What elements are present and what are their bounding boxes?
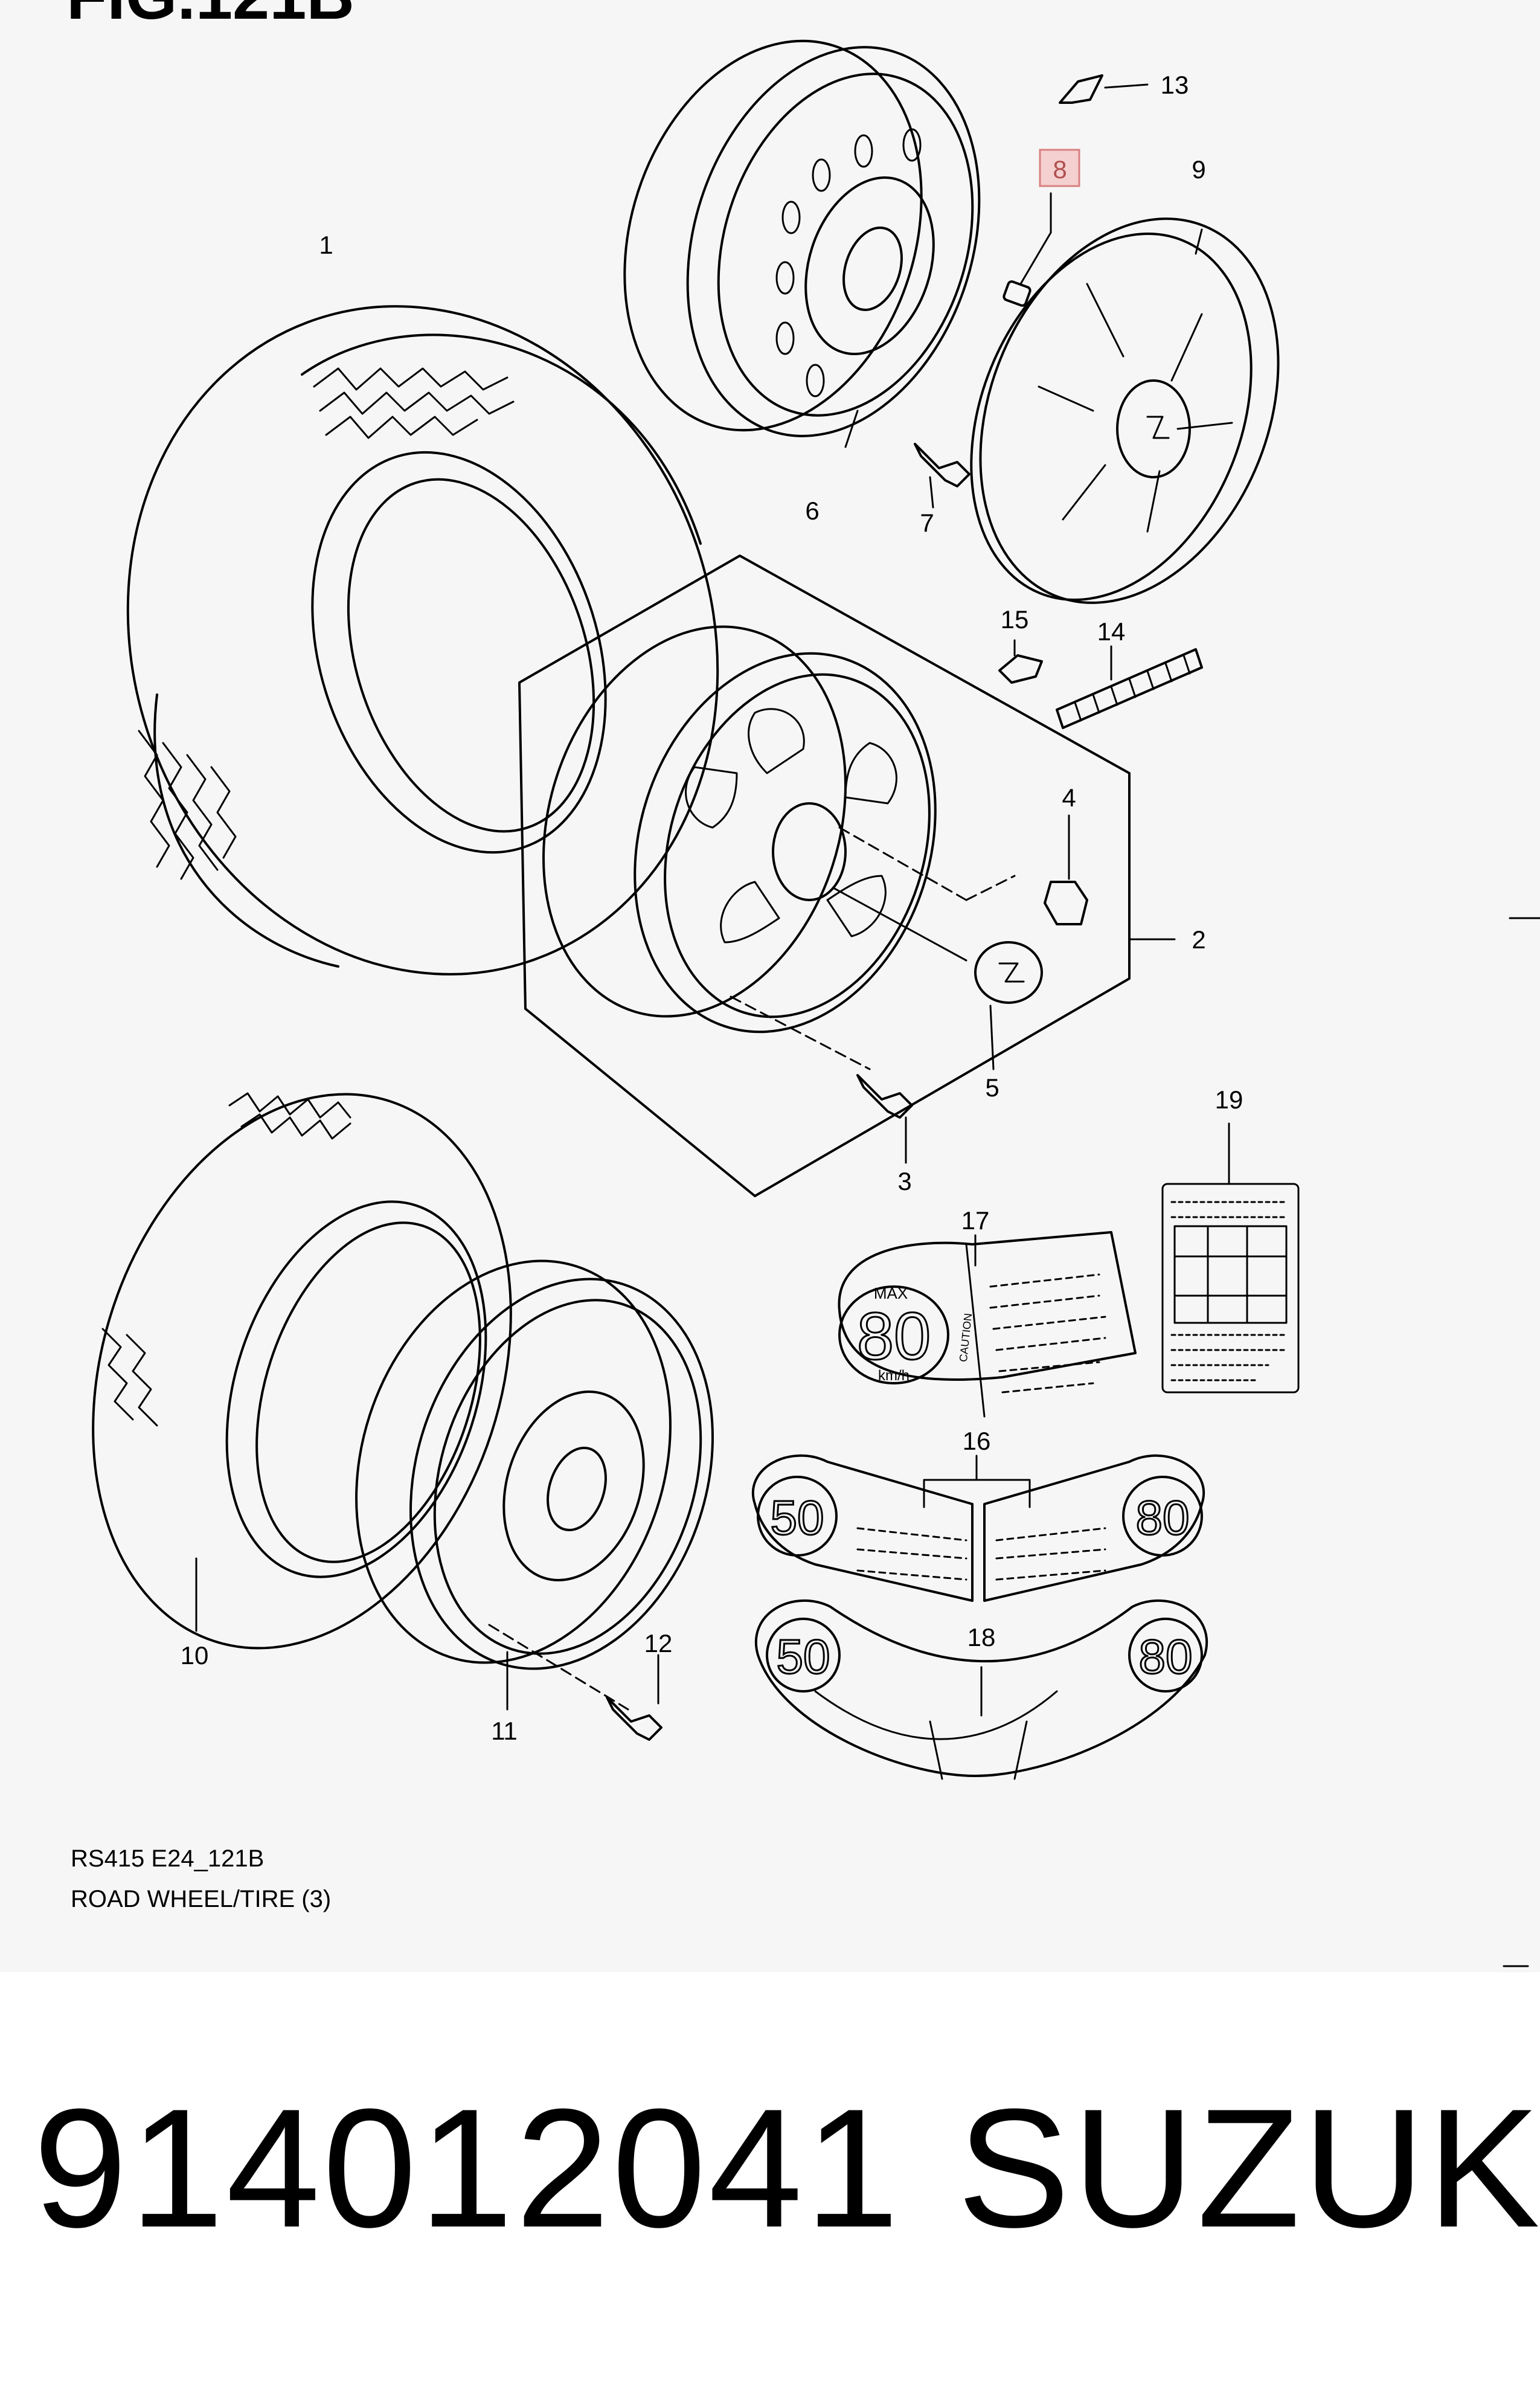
callout-8[interactable]: 8 <box>1053 155 1067 184</box>
callout-11[interactable]: 11 <box>491 1717 518 1745</box>
highlight-box-8 <box>1039 149 1080 187</box>
brand-name: SUZUKI <box>957 2074 1540 2263</box>
callout-1[interactable]: 1 <box>319 231 333 259</box>
callout-17[interactable]: 17 <box>961 1206 990 1235</box>
figure-title: FIG.121B <box>66 0 355 34</box>
curved-sticker-18 <box>754 1599 1208 1780</box>
callout-5[interactable]: 5 <box>985 1073 999 1102</box>
spare-tire-10 <box>92 1092 512 1650</box>
exploded-parts-diagram: MAX 80 km/h CAUTION 50 80 50 80 1 2 3 4 … <box>92 39 1540 1967</box>
callout-6[interactable]: 6 <box>805 497 819 525</box>
callout-15[interactable]: 15 <box>1001 605 1029 634</box>
product-banner <box>0 1972 1540 2392</box>
callout-16[interactable]: 16 <box>963 1427 991 1455</box>
tire-1 <box>126 305 719 976</box>
callout-18[interactable]: 18 <box>967 1623 996 1651</box>
callout-13[interactable]: 13 <box>1161 71 1189 99</box>
valve-3 <box>856 1074 913 1164</box>
nut-8 <box>1003 192 1052 307</box>
diagram-area: FIG.121B <box>66 0 1540 1967</box>
callout-4[interactable]: 4 <box>1062 783 1076 812</box>
sticker-16-left-speed: 50 <box>771 1491 824 1545</box>
weight-clip-15 <box>998 639 1043 684</box>
sticker-17-unit: km/h <box>878 1368 910 1384</box>
sticker-18-left-speed: 50 <box>777 1630 830 1683</box>
callout-14[interactable]: 14 <box>1097 617 1126 646</box>
callout-9[interactable]: 9 <box>1192 155 1205 184</box>
part-number: 914012041 <box>33 2074 902 2263</box>
callout-2[interactable]: 2 <box>1192 925 1205 954</box>
split-sticker-16 <box>752 1454 1205 1602</box>
balance-weight-14 <box>1056 645 1203 729</box>
callout-19[interactable]: 19 <box>1215 1085 1243 1114</box>
sticker-lettering: MAX 80 km/h CAUTION 50 80 50 80 <box>769 1284 1193 1685</box>
steel-wheel-6 <box>623 39 981 448</box>
callout-10[interactable]: 10 <box>181 1641 209 1670</box>
center-cap-5 <box>974 941 1043 1070</box>
spare-wheel-11 <box>355 1259 714 1711</box>
nut-4 <box>1044 814 1088 925</box>
clip-13 <box>1059 74 1149 104</box>
valve-7 <box>914 443 971 509</box>
callout-7[interactable]: 7 <box>920 509 934 537</box>
diagram-code: RS415 E24_121B <box>71 1845 265 1872</box>
alloy-wheel-group-2 <box>518 555 1176 1197</box>
diagram-caption: ROAD WHEEL/TIRE (3) <box>71 1886 332 1912</box>
sticker-18-right-speed: 80 <box>1139 1630 1193 1683</box>
wheel-cover-9 <box>970 217 1280 604</box>
callout-12[interactable]: 12 <box>644 1629 673 1657</box>
valve-12 <box>606 1654 663 1741</box>
sticker-17-speed: 80 <box>857 1299 931 1374</box>
speed-sticker-17 <box>838 1231 1137 1418</box>
sticker-17-max-text: MAX <box>874 1284 908 1302</box>
sticker-16-right-speed: 80 <box>1136 1491 1190 1545</box>
sticker-17-caution: CAUTION <box>957 1313 974 1363</box>
callout-3[interactable]: 3 <box>897 1167 911 1195</box>
tire-info-label-19 <box>1161 1122 1300 1394</box>
